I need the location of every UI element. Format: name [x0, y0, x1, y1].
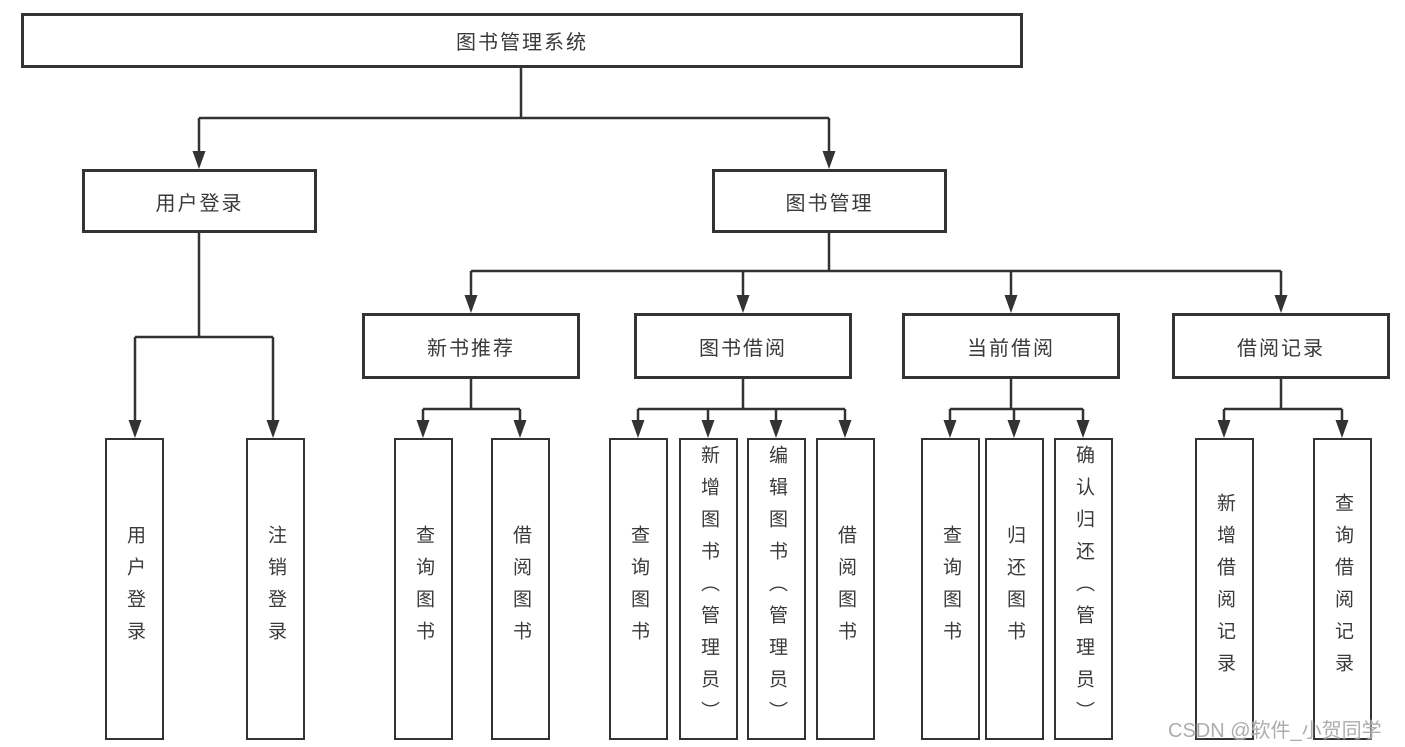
node-new-book-recommend: 新书推荐: [362, 313, 580, 379]
arrowhead: [631, 420, 645, 438]
leaf-query-borrow-record: 查询借阅记录: [1313, 438, 1372, 740]
connector-bookborrow-to-leaves: [636, 379, 847, 424]
node-book-borrow: 图书借阅: [634, 313, 852, 379]
node-book-management: 图书管理: [712, 169, 947, 233]
node-root-label: 图书管理系统: [456, 32, 588, 54]
leaf-add-borrow-record-label: 新增借阅记录: [1214, 493, 1235, 685]
leaf-logout: 注销登录: [246, 438, 305, 740]
leaf-return-book: 归还图书: [985, 438, 1044, 740]
leaf-return-book-label: 归还图书: [1004, 525, 1025, 653]
arrowhead: [822, 151, 836, 169]
node-user-login-label: 用户登录: [155, 192, 244, 215]
leaf-add-book-admin-label: 新增图书（管理员）: [698, 445, 719, 733]
connector-userlogin-to-leaves: [133, 233, 275, 424]
leaf-confirm-return-admin: 确认归还（管理员）: [1054, 438, 1113, 740]
arrowhead: [1274, 295, 1288, 313]
arrowhead: [1007, 420, 1021, 438]
arrowhead: [701, 420, 715, 438]
leaf-user-login-label: 用户登录: [124, 525, 145, 653]
leaf-query-books-recommend-label: 查询图书: [413, 525, 434, 653]
connector-root-to-level2: [197, 68, 831, 155]
node-borrow-records: 借阅记录: [1172, 313, 1390, 379]
arrowhead: [416, 420, 430, 438]
leaf-confirm-return-admin-label: 确认归还（管理员）: [1073, 445, 1094, 733]
connector-currentborrow-to-leaves: [948, 379, 1085, 424]
leaf-borrow-books: 借阅图书: [816, 438, 875, 740]
leaf-user-login: 用户登录: [105, 438, 164, 740]
leaf-logout-label: 注销登录: [265, 525, 286, 653]
csdn-watermark: CSDN @软件_小贺同学: [1168, 720, 1382, 742]
leaf-borrow-books-label: 借阅图书: [835, 525, 856, 653]
leaf-query-borrow-record-label: 查询借阅记录: [1332, 493, 1353, 685]
leaf-edit-book-admin-label: 编辑图书（管理员）: [766, 445, 787, 733]
leaf-add-book-admin: 新增图书（管理员）: [679, 438, 738, 740]
arrowhead: [1076, 420, 1090, 438]
leaf-query-books-current-label: 查询图书: [940, 525, 961, 653]
connector-borrowrecords-to-leaves: [1222, 379, 1344, 424]
arrowhead: [1335, 420, 1349, 438]
leaf-borrow-books-recommend: 借阅图书: [491, 438, 550, 740]
arrowhead: [128, 420, 142, 438]
arrowhead: [1217, 420, 1231, 438]
leaf-query-books-borrow: 查询图书: [609, 438, 668, 740]
arrowhead: [513, 420, 527, 438]
leaf-add-borrow-record: 新增借阅记录: [1195, 438, 1254, 740]
arrowhead: [192, 151, 206, 169]
arrowhead: [464, 295, 478, 313]
leaf-query-books-borrow-label: 查询图书: [628, 525, 649, 653]
node-borrow-records-label: 借阅记录: [1237, 337, 1325, 360]
arrowhead: [769, 420, 783, 438]
connector-newbook-to-leaves: [421, 379, 522, 424]
node-new-book-recommend-label: 新书推荐: [427, 337, 515, 360]
node-root: 图书管理系统: [21, 13, 1023, 68]
node-book-borrow-label: 图书借阅: [699, 337, 787, 360]
arrowhead: [266, 420, 280, 438]
arrowhead: [943, 420, 957, 438]
arrowhead: [838, 420, 852, 438]
node-current-borrow-label: 当前借阅: [967, 337, 1055, 360]
arrowhead: [736, 295, 750, 313]
arrowhead: [1004, 295, 1018, 313]
node-user-login: 用户登录: [82, 169, 317, 233]
leaf-borrow-books-recommend-label: 借阅图书: [510, 525, 531, 653]
node-current-borrow: 当前借阅: [902, 313, 1120, 379]
connector-bookmgmt-to-level3: [469, 233, 1283, 299]
leaf-edit-book-admin: 编辑图书（管理员）: [747, 438, 806, 740]
leaf-query-books-recommend: 查询图书: [394, 438, 453, 740]
leaf-query-books-current: 查询图书: [921, 438, 980, 740]
node-book-management-label: 图书管理: [785, 192, 874, 215]
